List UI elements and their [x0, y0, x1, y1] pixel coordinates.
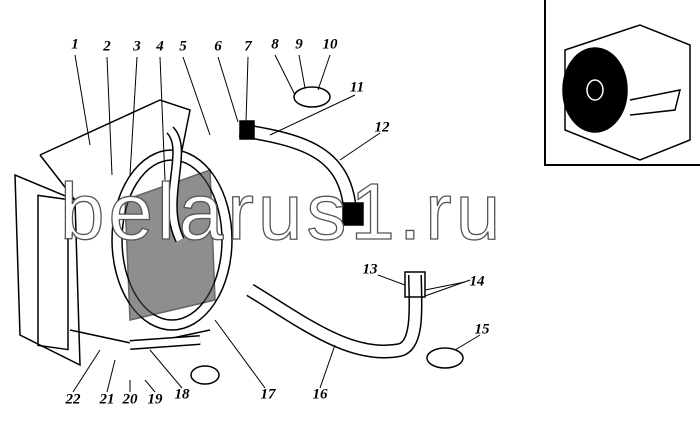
- callout-13: 13: [362, 261, 378, 278]
- callout-10: 10: [322, 36, 338, 53]
- callout-20: 20: [122, 391, 138, 408]
- callout-14: 14: [469, 273, 485, 290]
- inset-view: [544, 0, 700, 166]
- hoses: [129, 123, 423, 359]
- callout-2: 2: [103, 38, 111, 55]
- callout-18: 18: [174, 386, 190, 403]
- callout-3: 3: [133, 38, 141, 55]
- radiator: [14, 99, 233, 367]
- watermark: belarus1.ru: [59, 167, 505, 256]
- callout-4: 4: [156, 38, 164, 55]
- callout-5: 5: [179, 38, 187, 55]
- callout-7: 7: [244, 38, 252, 55]
- callout-9: 9: [295, 36, 303, 53]
- callout-15: 15: [474, 321, 490, 338]
- callout-1: 1: [71, 36, 79, 53]
- clamps: [190, 86, 464, 385]
- callout-16: 16: [312, 386, 328, 403]
- callout-6: 6: [214, 38, 222, 55]
- callout-17: 17: [260, 386, 276, 403]
- callout-12: 12: [374, 119, 390, 136]
- callout-21: 21: [99, 391, 115, 408]
- callout-11: 11: [349, 79, 365, 96]
- callout-8: 8: [271, 36, 279, 53]
- leader-lines: [72, 54, 481, 393]
- callout-19: 19: [147, 391, 163, 408]
- callout-22: 22: [65, 391, 81, 408]
